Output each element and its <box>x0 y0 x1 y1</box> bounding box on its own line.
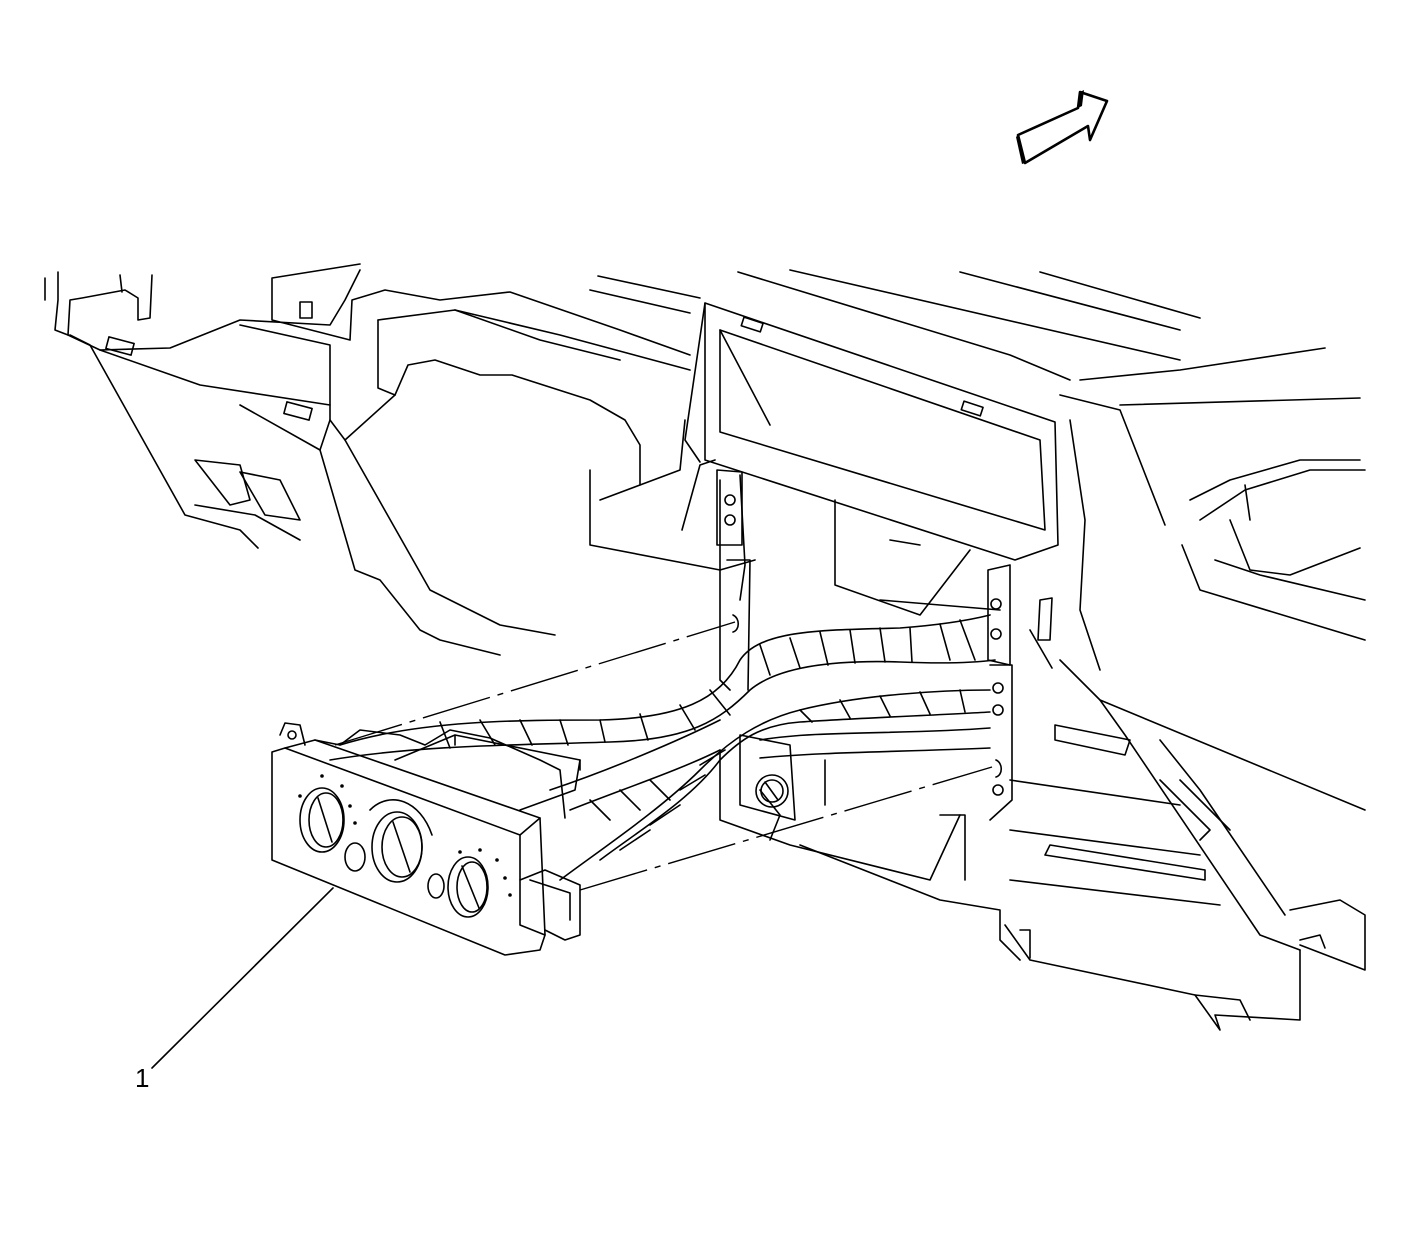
alignment-lines <box>334 621 993 891</box>
callout-number: 1 <box>135 1063 149 1093</box>
right-mounting-bracket <box>987 564 1053 821</box>
instrument-panel-carrier <box>44 263 1366 1031</box>
hvac-control-module <box>271 722 581 956</box>
wiring-harness <box>329 614 996 881</box>
callout-1: 1 <box>135 887 334 1093</box>
left-mounting-bracket <box>716 469 751 691</box>
forward-direction-arrow-icon <box>1016 90 1109 165</box>
